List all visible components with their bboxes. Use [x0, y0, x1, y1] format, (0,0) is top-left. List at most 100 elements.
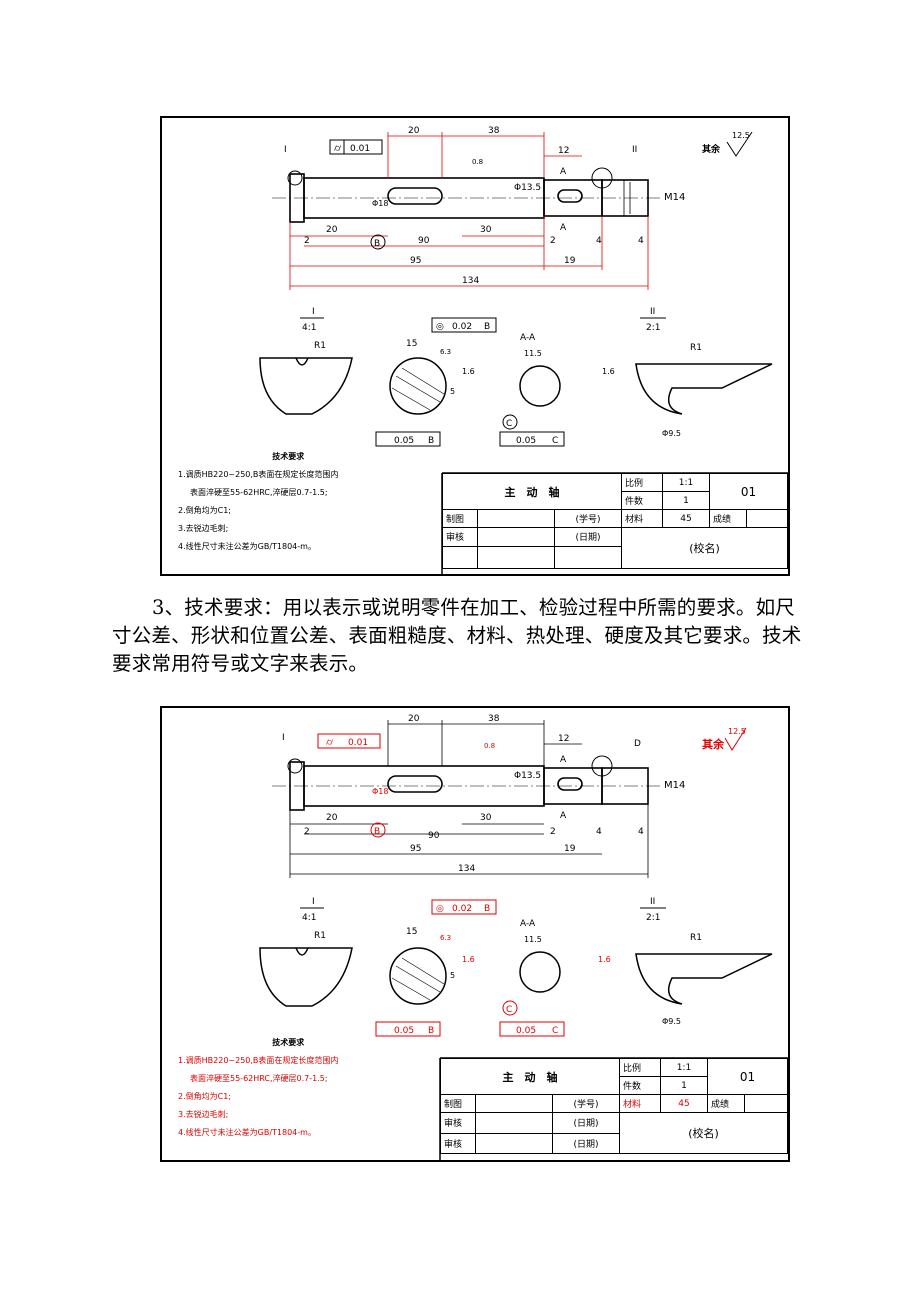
gdt2-value-2: 0.02 [452, 904, 472, 914]
section2-a-bottom: A [560, 811, 567, 821]
gdt-value-1: 0.01 [350, 144, 370, 154]
dim2-4b: 4 [638, 827, 644, 837]
dim2-95: 95 [410, 844, 421, 854]
dimension-lines-2 [289, 720, 649, 878]
datum2-b-label: B [374, 827, 380, 837]
rough-16a: 1.6 [462, 367, 475, 376]
dimension-lines [289, 132, 649, 290]
dim2-2b: 2 [550, 827, 556, 837]
gdt2-symbol-icon: ⌭ [326, 737, 334, 748]
gdt2-value-1: 0.01 [348, 738, 368, 748]
dim2-2a: 2 [304, 827, 310, 837]
rough-value: 12.5 [732, 131, 750, 140]
dim-115: 11.5 [524, 349, 542, 358]
datum-b-circle [370, 234, 386, 250]
gdt2-datum-2: B [484, 904, 490, 914]
view-i-scale: 4:1 [302, 323, 316, 333]
dim2-90: 90 [428, 831, 440, 841]
note2-3: 3.去锐边毛刺; [178, 1110, 229, 1119]
note2-1: 1.调质HB220~250,B表面在规定长度范围内 [178, 1056, 339, 1065]
dim-5: 5 [450, 387, 455, 396]
dim2-38: 38 [488, 714, 500, 724]
scale-value-2: 1:1 [660, 1058, 708, 1077]
dim2-135: Φ13.5 [514, 771, 541, 781]
gdt2-frame-1 [317, 733, 381, 749]
dim2-134: 134 [458, 864, 475, 874]
dim-2b: 2 [550, 236, 556, 246]
drawing-code: 01 [709, 473, 788, 510]
dim-12: 12 [558, 146, 569, 156]
section-a-bottom: A [560, 223, 567, 233]
scale-value: 1:1 [662, 473, 710, 492]
dim-134: 134 [462, 276, 479, 286]
section-view-2 [519, 365, 561, 407]
gdt-value-4: 0.05 [516, 436, 536, 446]
note2-2: 2.倒角均为C1; [178, 1092, 232, 1101]
note-1: 1.调质HB220~250,B表面在规定长度范围内 [178, 470, 339, 479]
gdt-value-2: 0.02 [452, 322, 472, 332]
title-block: 主 动 轴 比例 1:1 01 件数 1 制图 (学号) 材料 45 成绩 审核… [442, 473, 788, 570]
dim2-20b: 20 [326, 813, 338, 823]
roughness-symbol [726, 131, 753, 157]
dim-30: 30 [480, 225, 492, 235]
detail2-i-r1: R1 [314, 931, 326, 941]
qty-value: 1 [662, 491, 710, 510]
view2-i-scale: 4:1 [302, 913, 316, 923]
gdt-datum-3: B [428, 436, 434, 446]
part-name: 主 动 轴 [442, 473, 622, 510]
detail-circle-ii [591, 167, 613, 189]
concentric2-icon: ◎ [436, 904, 444, 914]
detail-ii-r1: R1 [690, 343, 702, 353]
concentric-icon: ◎ [436, 322, 444, 332]
row3-label-2: 审核 [440, 1132, 476, 1154]
dim-95b: Φ9.5 [662, 429, 681, 438]
section2-aa-title: A-A [520, 919, 536, 929]
material-value-2: 45 [660, 1094, 708, 1113]
drawn-sub: (学号) [554, 509, 622, 528]
scale-label-2: 比例 [619, 1058, 661, 1077]
gdt-datum-2: B [484, 322, 490, 332]
detail-view-i [259, 357, 353, 415]
school-name: (校名) [621, 527, 788, 569]
note-1b: 表面淬硬至55-62HRC,淬硬层0.7-1.5; [190, 488, 328, 497]
dim-20b: 20 [326, 225, 338, 235]
dim2-4a: 4 [596, 827, 602, 837]
note2-1b: 表面淬硬至55-62HRC,淬硬层0.7-1.5; [190, 1074, 328, 1083]
drawn-label: 制图 [442, 509, 478, 528]
dim-135: Φ13.5 [514, 183, 541, 193]
check-sub-2: (日期) [552, 1112, 620, 1134]
material-label-2: 材料 [619, 1094, 661, 1113]
dim2-115: 11.5 [524, 935, 542, 944]
view2-ii-title: II [650, 897, 655, 907]
scale-label: 比例 [621, 473, 663, 492]
drawn-label-2: 制图 [440, 1094, 476, 1113]
leader2-i: I [282, 733, 285, 743]
view-i-title: I [312, 307, 315, 317]
drawing-2-graphics: 其余 12.5 20 38 12 20 30 90 2 2 [259, 714, 788, 1160]
detail-circle-i [287, 170, 303, 186]
rough2-08: 0.8 [484, 742, 495, 750]
part-name-2: 主 动 轴 [440, 1058, 620, 1095]
weight-label-2: 成绩 [707, 1094, 745, 1113]
dimension-texts-2: 20 38 12 20 30 90 2 2 4 4 95 19 134 M14 … [304, 714, 685, 874]
dim-20a: 20 [408, 126, 420, 136]
gdt2-datum-3: B [428, 1026, 434, 1036]
rough2-16b: 1.6 [598, 955, 611, 964]
engineering-drawing-2: 其余 12.5 20 38 12 20 30 90 2 2 [160, 706, 790, 1162]
datum-c-label: C [506, 419, 512, 429]
gdt-frame-3 [375, 431, 441, 447]
body-paragraph: 3、技术要求：用以表示或说明零件在加工、检验过程中所需的要求。如尺寸公差、形状和… [112, 596, 802, 675]
gdt-symbol-icon: ⌭ [334, 143, 342, 154]
view2-i-title: I [312, 897, 315, 907]
notes-title: 技术要求 [272, 452, 305, 461]
leader-i: I [284, 145, 287, 155]
qty-label: 件数 [621, 491, 663, 510]
notes2-title: 技术要求 [272, 1038, 305, 1047]
material-value: 45 [662, 509, 710, 528]
dim-4b: 4 [638, 236, 644, 246]
view-ii-title: II [650, 307, 655, 317]
gdt-datum-4: C [552, 436, 558, 446]
title-block-2: 主 动 轴 比例 1:1 01 件数 1 制图 (学号) 材料 45 成绩 审核… [440, 1058, 788, 1154]
dim-4a: 4 [596, 236, 602, 246]
qty-label-2: 件数 [619, 1076, 661, 1095]
